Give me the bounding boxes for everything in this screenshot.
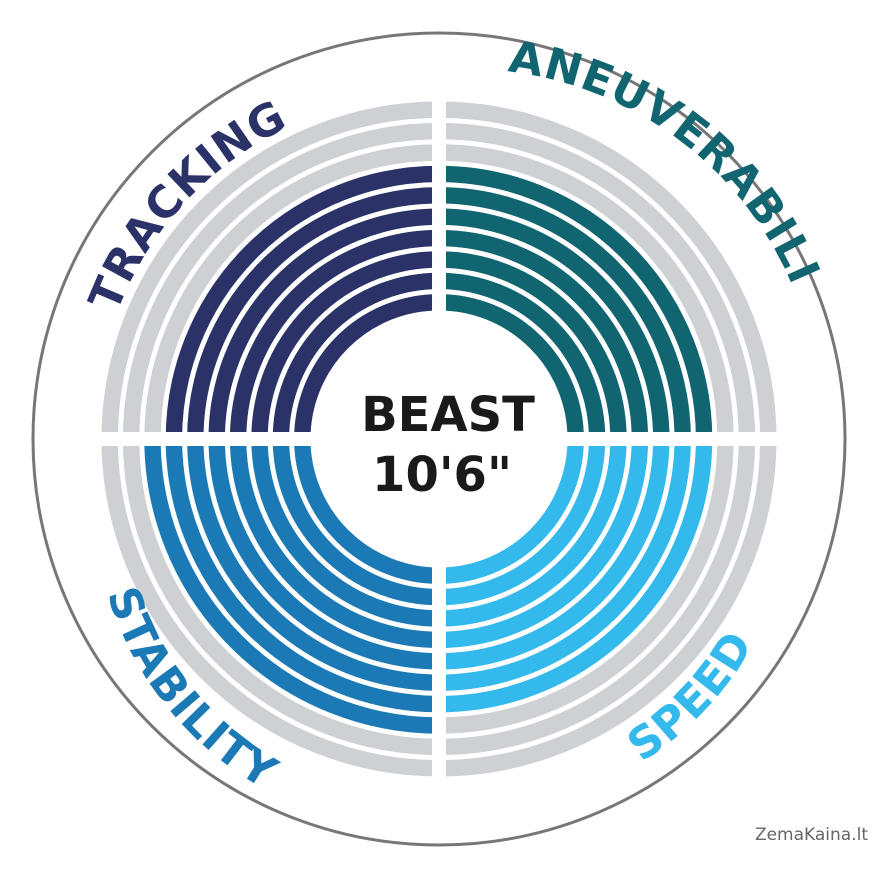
ring-stability-7 (165, 438, 440, 713)
ring-stability-8 (144, 438, 440, 734)
ring-speed-6 (438, 438, 691, 691)
ring-maneuverability-6 (438, 187, 691, 440)
ring-maneuverability-8 (438, 144, 734, 440)
ring-tracking-2 (272, 272, 440, 440)
ring-speed-7 (438, 438, 713, 713)
center-disc (324, 324, 554, 554)
rating-rings (101, 101, 777, 777)
ring-tracking-6 (187, 187, 440, 440)
outer-circle (31, 31, 847, 847)
ring-speed-5 (438, 438, 670, 670)
ring-maneuverability-1 (438, 294, 584, 440)
product-name: BEAST (361, 387, 535, 443)
ring-speed-8 (438, 438, 734, 734)
product-size: 10'6" (372, 447, 512, 503)
ring-maneuverability-2 (438, 272, 606, 440)
ring-speed-10 (438, 438, 777, 777)
ring-stability-1 (294, 438, 440, 584)
ring-speed-2 (438, 438, 606, 606)
ring-speed-1 (438, 438, 584, 584)
ring-stability-3 (251, 438, 440, 627)
ring-stability-5 (208, 438, 440, 670)
ring-tracking-4 (229, 229, 440, 440)
watermark: ZemaKaina.lt (755, 825, 868, 845)
ring-tracking-7 (165, 165, 440, 440)
ring-tracking-9 (122, 122, 440, 440)
ring-maneuverability-10 (438, 101, 777, 440)
ring-tracking-10 (101, 101, 440, 440)
ring-stability-4 (229, 438, 440, 649)
ring-speed-9 (438, 438, 756, 756)
ring-tracking-8 (144, 144, 440, 440)
ring-maneuverability-4 (438, 229, 649, 440)
ring-maneuverability-7 (438, 165, 713, 440)
ring-maneuverability-9 (438, 122, 756, 440)
ring-tracking-1 (294, 294, 440, 440)
ring-stability-2 (272, 438, 440, 606)
ring-stability-9 (122, 438, 440, 756)
ring-speed-3 (438, 438, 627, 627)
ring-maneuverability-5 (438, 208, 670, 440)
ring-tracking-5 (208, 208, 440, 440)
ring-maneuverability-3 (438, 251, 627, 440)
ring-stability-6 (187, 438, 440, 691)
ring-tracking-3 (251, 251, 440, 440)
ring-stability-10 (101, 438, 440, 777)
ring-speed-4 (438, 438, 649, 649)
